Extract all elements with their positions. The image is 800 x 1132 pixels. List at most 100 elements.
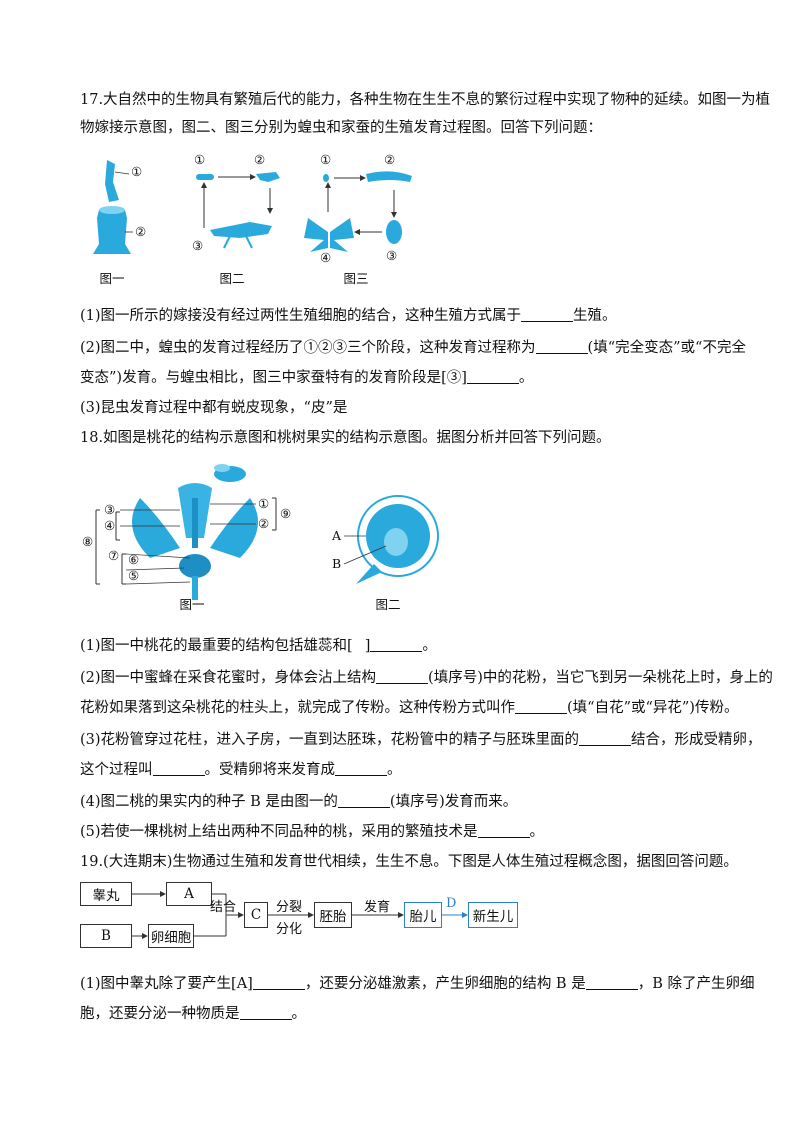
q18-figure-peach-flower: ③ ④ ⑧ ⑦ ⑥ ⑤ ① ② ⑨: [80, 458, 300, 608]
q18-fig1-label-5: ⑤: [128, 568, 140, 583]
q19-q1-text-c: ，B 除了产生卵细: [637, 976, 755, 992]
q19-box-fetus: 胎儿: [404, 902, 442, 928]
q17-fig1-label-1: ①: [131, 164, 143, 179]
q18-q5-answer-blank[interactable]: [477, 823, 530, 838]
q17-fig3-label-2: ②: [384, 152, 396, 167]
q18-q3-answer-blank-2[interactable]: [152, 761, 205, 776]
q18-q3-answer-blank-3[interactable]: [335, 761, 387, 776]
q17-fig2-caption: 图二: [219, 271, 245, 286]
q18-fig1-label-4: ④: [104, 518, 116, 533]
grafting-illustration: [93, 160, 133, 254]
q18-fig2-label-a: A: [332, 528, 342, 543]
q17-fig2-label-3: ③: [192, 238, 204, 253]
peach-flower-illustration: [95, 464, 277, 600]
q18-question-5: (5)若使一棵桃树上结出两种不同品种的桃，采用的繁殖技术是。: [80, 822, 544, 842]
q17-q2-text-a: (2)图二中，蝗虫的发育过程经历了①②③三个阶段，这种发育过程称为: [80, 340, 536, 356]
q18-q2-answer-blank-1[interactable]: [376, 669, 429, 684]
q17-intro-line1: 17.大自然中的生物具有繁殖后代的能力，各种生物在生生不息的繁衍过程中实现了物种…: [80, 92, 771, 108]
locust-cycle-illustration: [196, 172, 280, 249]
q18-fig1-label-2: ②: [258, 516, 270, 531]
q19-box-c: C: [244, 902, 268, 928]
q18-q1-bracket-blank[interactable]: [353, 638, 365, 652]
q17-figure-grafting: ① ②: [85, 152, 165, 262]
q17-question-2-line2: 变态”)发育。与蝗虫相比，图三中家蚕特有的发育阶段是[③] 。: [80, 368, 533, 388]
q17-q2-text-b: (填“完全变态”或“不完全: [587, 340, 746, 356]
q17-q2-text-d: 。: [518, 370, 534, 386]
q17-question-2-line1: (2)图二中，蝗虫的发育过程经历了①②③三个阶段，这种发育过程称为 (填“完全变态…: [80, 338, 746, 358]
q19-intro: 19.(大连期末)生物通过生殖和发育世代相续，生生不息。下图是人体生殖过程概念图…: [80, 854, 738, 870]
q17-q2-answer-blank-1[interactable]: [535, 339, 588, 354]
q18-q1-answer-blank[interactable]: [370, 637, 423, 652]
q17-fig3-caption: 图三: [343, 271, 369, 286]
q19-q1-text-e: 。: [291, 1006, 307, 1022]
q18-q1-text-a: (1)图一中桃花的最重要的结构包括雄蕊和[: [80, 638, 353, 654]
q19-q1-answer-blank-1[interactable]: [252, 975, 305, 990]
q17-fig3-label-3: ③: [386, 248, 398, 263]
q17-fig3-label-4: ④: [320, 250, 332, 265]
q17-fig2-label-2: ②: [254, 152, 266, 167]
q19-q1-answer-blank-3[interactable]: [239, 1005, 292, 1020]
q19-question-1-line1: (1)图中睾丸除了要产生[A] ，还要分泌雄激素，产生卵细胞的结构 B 是 ，B 除…: [80, 974, 754, 994]
q18-question-2-line1: (2)图一中蜜蜂在采食花蜜时，身体会沾上结构 (填序号)中的花粉，当它飞到另一朵桃…: [80, 668, 773, 688]
q18-q3-text-a: (3)花粉管穿过花柱，进入子房，一直到达胚珠，花粉管中的精子与胚珠里面的: [80, 732, 580, 748]
q17-q2-text-c: 变态”)发育。与蝗虫相比，图三中家蚕特有的发育阶段是[③]: [80, 370, 467, 386]
q18-question-4: (4)图二桃的果实内的种子 B 是由图一的 (填序号)发育而来。: [80, 792, 517, 812]
q18-q2-text-b: (填序号)中的花粉，当它飞到另一朵桃花上时，身上的: [428, 670, 773, 686]
q18-q3-answer-blank-1[interactable]: [579, 731, 632, 746]
q18-question-1: (1)图一中桃花的最重要的结构包括雄蕊和[] 。: [80, 636, 437, 656]
q18-q3-text-e: 。: [387, 762, 402, 778]
q19-box-newborn: 新生儿: [468, 902, 518, 928]
q17-fig3-label-1: ①: [320, 152, 332, 167]
q17-fig2-label-1: ①: [194, 152, 206, 167]
q18-q3-text-c: 这个过程叫: [80, 762, 153, 778]
q18-question-2-line2: 花粉如果落到这朵桃花的柱头上，就完成了传粉。这种传粉方式叫作 (填“自花”或“异花…: [80, 698, 738, 718]
q17-q1-text-a: (1)图一所示的嫁接没有经过两性生殖细胞的结合，这种生殖方式属于: [80, 308, 522, 324]
q18-q2-answer-blank-2[interactable]: [515, 699, 567, 714]
q17-intro-line2: 物嫁接示意图，图二、图三分别为蝗虫和家蚕的生殖发育过程图。回答下列问题：: [80, 120, 602, 136]
q18-q1-text-b: ]: [364, 638, 371, 654]
q17-fig1-label-2: ②: [135, 224, 147, 239]
q18-q4-answer-blank[interactable]: [337, 793, 390, 808]
q18-fig2-caption: 图二: [375, 597, 401, 612]
q18-fig2-label-b: B: [332, 556, 342, 571]
q19-label-combine: 结合: [210, 900, 237, 915]
q17-q1-text-b: 生殖。: [573, 308, 617, 324]
q18-figure-peach-fruit: A B: [330, 490, 440, 590]
peach-fruit-illustration: [343, 495, 439, 584]
q19-box-a: A: [166, 882, 212, 906]
q18-q5-text-a: (5)若使一棵桃树上结出两种不同品种的桃，采用的繁殖技术是: [80, 824, 478, 840]
q18-question-3-line1: (3)花粉管穿过花柱，进入子房，一直到达胚珠，花粉管中的精子与胚珠里面的 结合，形…: [80, 730, 762, 750]
q19-reproduction-concept-diagram: 睾丸 A B 卵细胞 结合 C 分裂 分化 胚胎 发育 胎儿 D 新生儿: [80, 878, 520, 958]
q19-question-1-line2: 胞，还要分泌一种物质是 。: [80, 1004, 306, 1024]
q18-q2-text-c: 花粉如果落到这朵桃花的柱头上，就完成了传粉。这种传粉方式叫作: [80, 700, 515, 716]
q18-q4-text-b: (填序号)发育而来。: [389, 794, 518, 810]
q17-figure-locust-cycle: ① ② ③: [190, 152, 290, 262]
q18-q2-text-d: (填“自花”或“异花”)传粉。: [567, 700, 739, 716]
q17-q1-answer-blank[interactable]: [521, 307, 574, 322]
q19-q1-answer-blank-2[interactable]: [585, 975, 638, 990]
q17-fig1-caption: 图一: [99, 271, 125, 286]
q19-box-testis: 睾丸: [80, 882, 132, 906]
q17-question-3: (3)昆虫发育过程中都有蜕皮现象，“皮”是: [80, 400, 348, 416]
q18-fig1-label-1: ①: [258, 496, 270, 511]
q18-q3-text-d: 。受精卵将来发育成: [204, 762, 336, 778]
q19-q1-text-d: 胞，还要分泌一种物质是: [80, 1006, 240, 1022]
q18-q3-text-b: 结合，形成受精卵，: [631, 732, 762, 748]
q18-q2-text-a: (2)图一中蜜蜂在采食花蜜时，身体会沾上结构: [80, 670, 377, 686]
q17-question-1: (1)图一所示的嫁接没有经过两性生殖细胞的结合，这种生殖方式属于 生殖。: [80, 306, 617, 326]
q18-question-3-line2: 这个过程叫 。受精卵将来发育成 。: [80, 760, 402, 780]
q19-box-egg-cell: 卵细胞: [148, 924, 194, 948]
q19-q1-text-a: (1)图中睾丸除了要产生[A]: [80, 976, 253, 992]
q18-q4-text-a: (4)图二桃的果实内的种子 B 是由图一的: [80, 794, 338, 810]
q19-q1-text-b: ，还要分泌雄激素，产生卵细胞的结构 B 是: [304, 976, 586, 992]
q18-q1-text-c: 。: [422, 638, 437, 654]
q19-box-b: B: [80, 924, 132, 948]
q19-label-d: D: [446, 896, 457, 911]
q19-label-develop: 发育: [364, 900, 391, 915]
q18-fig1-label-8: ⑧: [82, 534, 94, 549]
q19-label-differentiate: 分化: [276, 922, 303, 937]
q17-q2-answer-blank-2[interactable]: [466, 369, 519, 384]
q18-fig1-label-9: ⑨: [280, 506, 292, 521]
q18-fig1-label-3: ③: [104, 502, 116, 517]
q19-box-embryo: 胚胎: [314, 902, 352, 928]
